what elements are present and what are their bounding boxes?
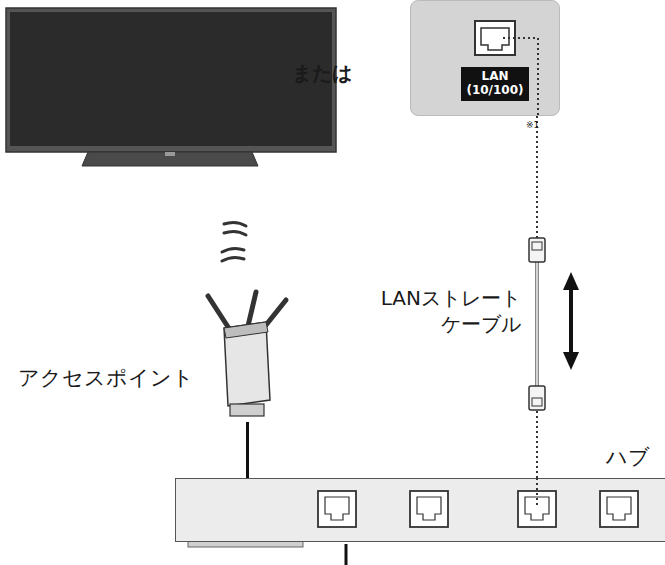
hub-base [188,541,346,565]
wireless-signal [222,222,246,261]
port-label: LAN (10/100) [461,67,528,101]
lan-cable [529,238,545,410]
access-point-illustration [200,288,295,422]
hub-label: ハブ [606,443,650,471]
double-arrow [563,272,579,370]
alternative-label: または [292,60,352,87]
access-point: アクセスポイント [200,288,295,422]
hub-ports [175,478,665,542]
lan-cable-connector [536,116,538,478]
device-label: アクセスポイント [18,364,194,392]
lan-port-panel: LAN (10/100) [410,0,560,116]
tv-illustration [6,8,336,166]
hub-box: ハブ [175,478,665,542]
uplink-wire [246,422,249,478]
cable-label: LANストレート ケーブル [371,285,521,337]
note-mark: ※1 [526,120,539,130]
